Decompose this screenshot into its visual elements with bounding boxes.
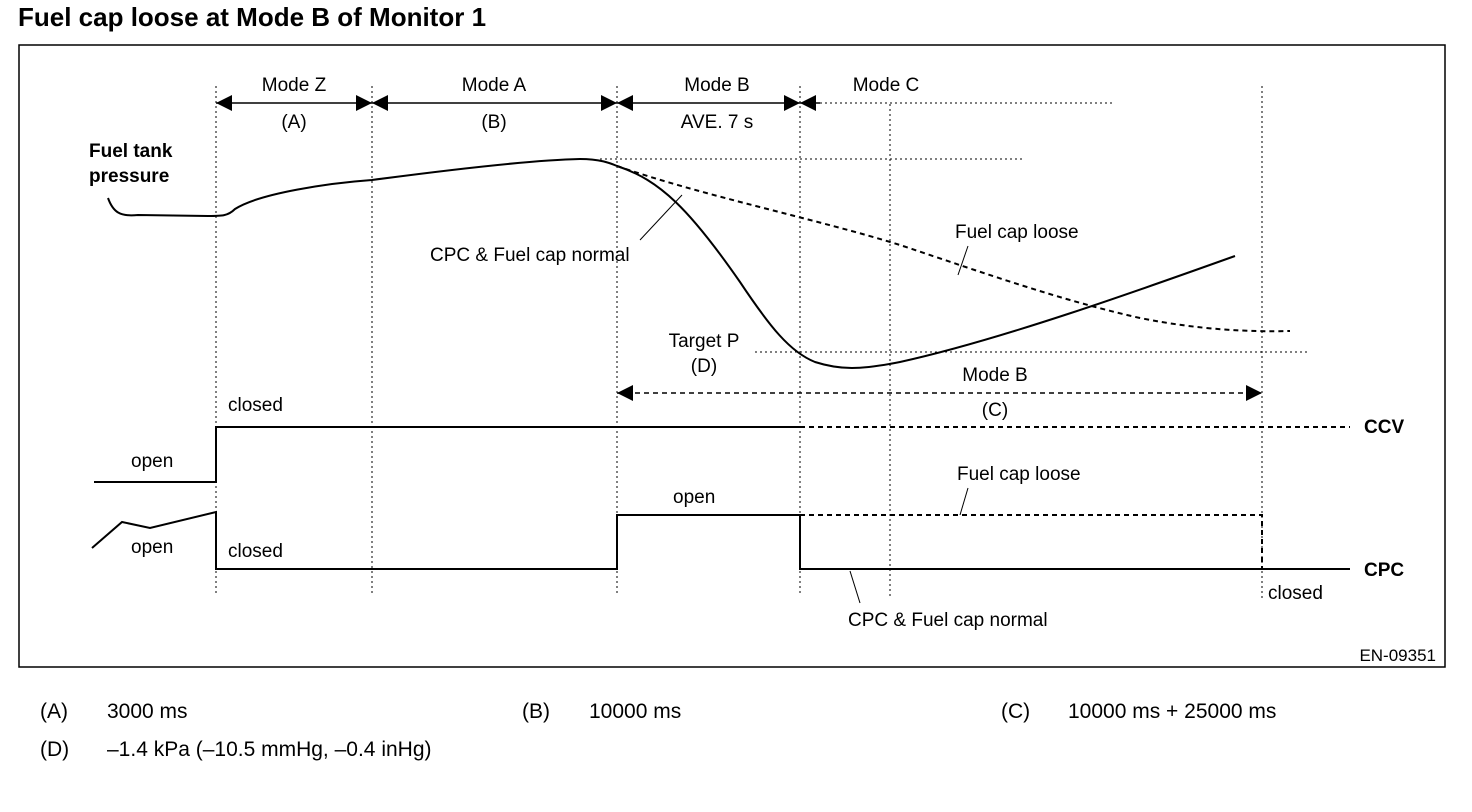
cpc-open-left-label: open — [131, 537, 173, 558]
mode-a-label: Mode A — [462, 75, 527, 96]
reference-lines — [600, 102, 1308, 353]
note-key: (A) — [40, 700, 68, 723]
note-value: 3000 ms — [107, 700, 188, 723]
figure-id: EN-09351 — [1359, 646, 1436, 665]
ccv-open-label: open — [131, 451, 173, 472]
note-key: (C) — [1001, 700, 1031, 723]
mode-b-ref: AVE. 7 s — [681, 112, 754, 133]
mode-a-ref: (B) — [481, 112, 506, 133]
pressure-label-line1: Fuel tank — [89, 141, 173, 162]
ccv-name: CCV — [1364, 417, 1404, 438]
fuel-cap-loose-label: Fuel cap loose — [955, 222, 1079, 243]
cpc-fuel-cap-loose-label: Fuel cap loose — [957, 464, 1081, 485]
cpc-closed-left-label: closed — [228, 541, 283, 562]
mode-b-span-label: Mode B — [962, 365, 1027, 386]
page-title: Fuel cap loose at Mode B of Monitor 1 — [18, 2, 487, 32]
cpc-normal-leader — [849, 570, 861, 604]
note-key: (B) — [522, 700, 550, 723]
diagram-frame — [18, 44, 1446, 668]
ccv-closed-label: closed — [228, 395, 283, 416]
cpc-normal-curve-leader — [639, 194, 683, 241]
cpc-closed-right-label: closed — [1268, 583, 1323, 604]
mode-b-span-ref: (C) — [982, 400, 1008, 421]
cpc-signal — [91, 510, 1350, 570]
note-value: –1.4 kPa (–10.5 mmHg, –0.4 inHg) — [107, 738, 432, 761]
cpc-normal-label: CPC & Fuel cap normal — [848, 610, 1048, 631]
cpc-normal-curve-label: CPC & Fuel cap normal — [430, 245, 630, 266]
mode-z-label: Mode Z — [262, 75, 327, 96]
cpc-name: CPC — [1364, 560, 1404, 581]
note-value: 10000 ms — [589, 700, 682, 723]
note-value: 10000 ms + 25000 ms — [1068, 700, 1277, 723]
cpc-open-mid-label: open — [673, 487, 715, 508]
fuel-cap-loose-leader — [957, 245, 969, 276]
target-p-ref: (D) — [691, 356, 717, 377]
target-p-label: Target P — [669, 331, 740, 352]
ccv-signal — [94, 426, 800, 483]
pressure-curve-fuel-cap-loose — [616, 165, 1291, 333]
pressure-label-line2: pressure — [89, 166, 169, 187]
cpc-signal-fuel-cap-loose — [800, 514, 1263, 569]
mode-b-label: Mode B — [684, 75, 749, 96]
mode-z-ref: (A) — [281, 112, 306, 133]
note-key: (D) — [40, 738, 70, 761]
cpc-fuel-cap-loose-leader — [959, 487, 969, 516]
mode-c-label: Mode C — [853, 75, 920, 96]
